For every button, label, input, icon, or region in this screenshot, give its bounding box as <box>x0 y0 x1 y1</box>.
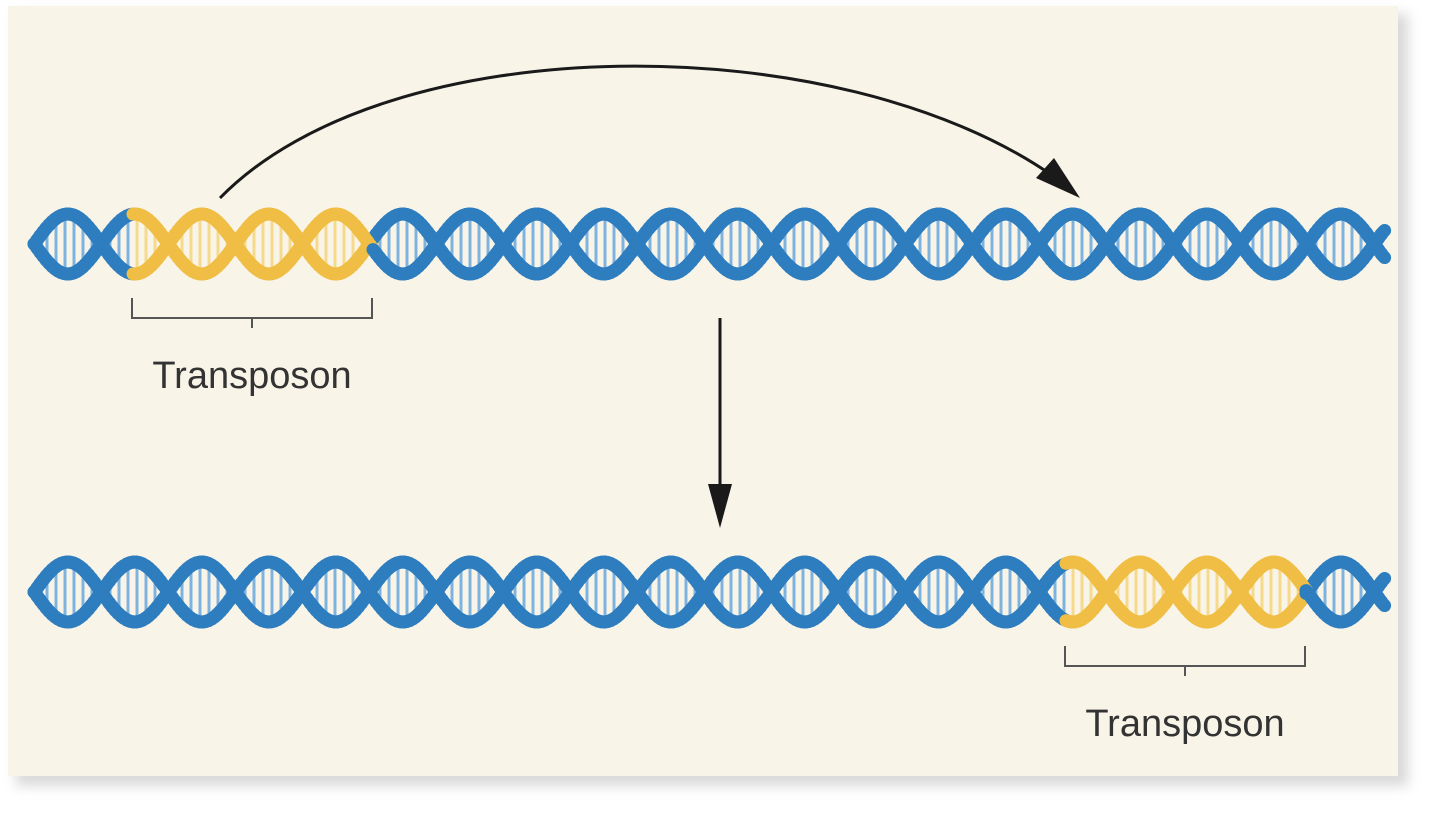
transposon-label-original: Transposon <box>152 355 351 397</box>
dna-molecule-after <box>27 555 1392 629</box>
panel-background <box>8 6 1398 776</box>
arrow-down-icon <box>708 318 732 528</box>
dna-backbone-segment <box>1374 595 1392 613</box>
dna-molecule-before <box>27 207 1392 281</box>
dna-backbone-segment <box>1374 247 1392 265</box>
curved-arrow-right-icon <box>218 64 1080 200</box>
dna-backbone-segment <box>1374 571 1392 589</box>
transposon-label-inserted: Transposon <box>1085 703 1284 745</box>
transposon-bracket-inserted <box>1064 646 1306 676</box>
diagram-panel: Transposon Transposon <box>8 6 1398 776</box>
dna-backbone-segment <box>1374 223 1392 241</box>
transposon-bracket-original <box>131 298 373 328</box>
transposition-diagram: Transposon Transposon <box>8 6 1398 776</box>
